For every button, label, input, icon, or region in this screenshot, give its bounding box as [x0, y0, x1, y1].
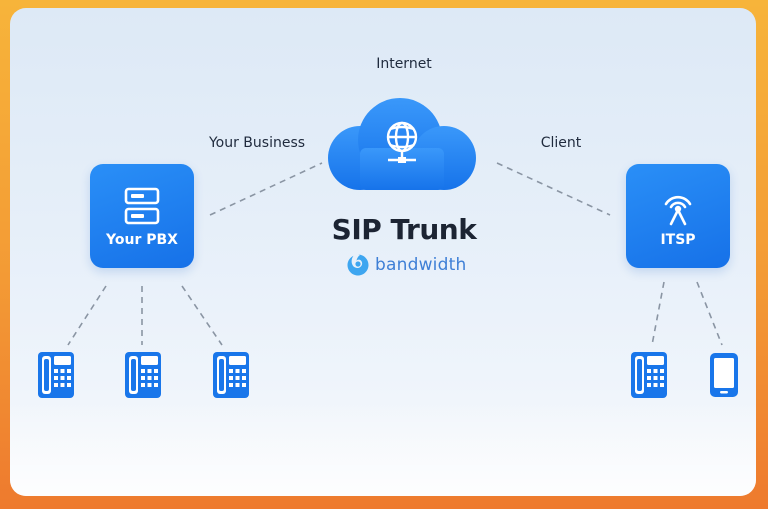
- bandwidth-logo-icon: [347, 254, 369, 276]
- internet-cloud: [328, 98, 476, 190]
- pbx-label: Your PBX: [106, 232, 178, 248]
- link-pbx-phone-3: [181, 285, 223, 346]
- bandwidth-logo: bandwidth: [346, 253, 466, 277]
- link-itsp-mobile: [696, 281, 723, 346]
- desk-phone-icon: [38, 352, 74, 398]
- antenna-icon: [664, 195, 692, 226]
- sip-trunk-title: SIP Trunk: [331, 213, 477, 246]
- your-pbx-node: Your PBX: [90, 164, 194, 268]
- link-pbx-cloud: [209, 162, 323, 216]
- bandwidth-text: bandwidth: [375, 255, 467, 275]
- itsp-node: ITSP: [626, 164, 730, 268]
- mobile-phone-icon: [710, 353, 738, 397]
- internet-label: Internet: [376, 56, 432, 72]
- globe-icon: [386, 121, 418, 163]
- server-icon: [124, 187, 160, 225]
- link-cloud-itsp: [496, 162, 611, 216]
- client-label: Client: [540, 135, 582, 151]
- your-business-label: Your Business: [208, 135, 306, 151]
- desk-phone-icon: [631, 352, 667, 398]
- itsp-label: ITSP: [660, 232, 696, 248]
- desk-phone-icon: [125, 352, 161, 398]
- link-itsp-phone: [651, 281, 665, 346]
- desk-phone-icon: [213, 352, 249, 398]
- link-pbx-phone-1: [67, 285, 107, 346]
